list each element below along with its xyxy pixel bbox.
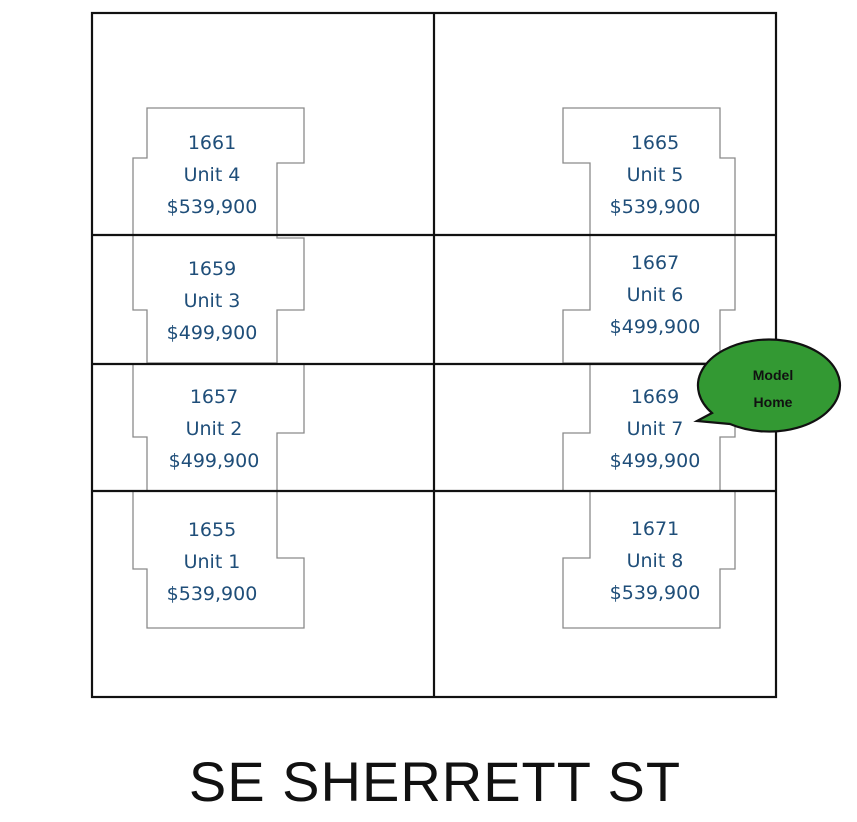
unit-price: $539,900 — [167, 196, 258, 218]
unit-address: 1659 — [188, 258, 236, 280]
unit-price: $539,900 — [610, 582, 701, 604]
unit-number: Unit 8 — [627, 550, 684, 572]
unit-number: Unit 4 — [184, 164, 241, 186]
footprint-unit-1 — [132, 490, 305, 629]
unit-address: 1655 — [188, 519, 236, 541]
unit-address: 1661 — [188, 132, 236, 154]
footprint-unit-8 — [562, 490, 736, 629]
unit-number: Unit 7 — [627, 418, 684, 440]
unit-price: $499,900 — [169, 450, 260, 472]
unit-label-7: 1669 Unit 7 $499,900 — [610, 386, 701, 472]
unit-price: $539,900 — [167, 583, 258, 605]
unit-price: $499,900 — [610, 450, 701, 472]
callout-line-2: Home — [754, 394, 793, 410]
unit-price: $499,900 — [167, 322, 258, 344]
unit-price: $499,900 — [610, 316, 701, 338]
unit-number: Unit 3 — [184, 290, 241, 312]
unit-label-1: 1655 Unit 1 $539,900 — [167, 519, 258, 605]
unit-address: 1665 — [631, 132, 679, 154]
unit-label-2: 1657 Unit 2 $499,900 — [169, 386, 260, 472]
callout-line-1: Model — [753, 367, 793, 383]
unit-address: 1657 — [190, 386, 238, 408]
model-home-callout: Model Home — [693, 338, 842, 433]
unit-label-3: 1659 Unit 3 $499,900 — [167, 258, 258, 344]
unit-labels: 1661 Unit 4 $539,900 1659 Unit 3 $499,90… — [167, 132, 701, 605]
unit-price: $539,900 — [610, 196, 701, 218]
speech-bubble-shape — [693, 338, 842, 433]
street-name: SE SHERRETT ST — [189, 750, 681, 813]
unit-number: Unit 6 — [627, 284, 684, 306]
unit-label-8: 1671 Unit 8 $539,900 — [610, 518, 701, 604]
unit-address: 1667 — [631, 252, 679, 274]
unit-label-4: 1661 Unit 4 $539,900 — [167, 132, 258, 218]
unit-number: Unit 1 — [184, 551, 241, 573]
lot-grid — [90, 11, 778, 699]
unit-number: Unit 5 — [627, 164, 684, 186]
footprint-unit-3 — [132, 234, 305, 364]
unit-label-6: 1667 Unit 6 $499,900 — [610, 252, 701, 338]
unit-address: 1671 — [631, 518, 679, 540]
unit-label-5: 1665 Unit 5 $539,900 — [610, 132, 701, 218]
unit-number: Unit 2 — [186, 418, 243, 440]
unit-address: 1669 — [631, 386, 679, 408]
